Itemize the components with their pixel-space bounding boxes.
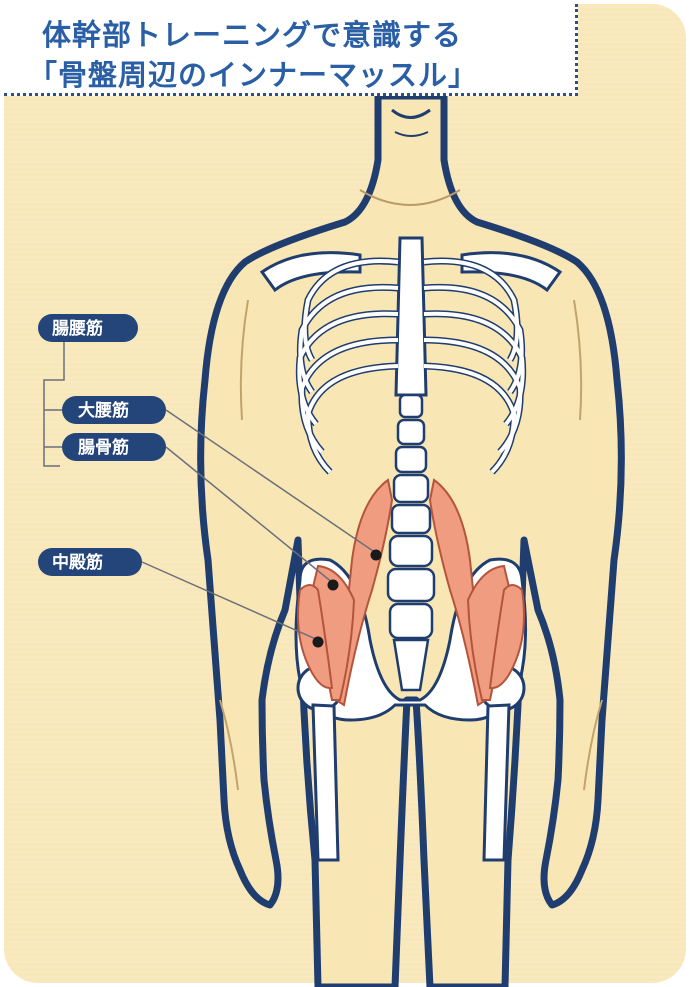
iliopsoas-bracket — [44, 342, 64, 466]
label-iliopsoas: 腸腰筋 — [38, 314, 138, 342]
label-gluteus-medius-text: 中殿筋 — [52, 552, 103, 573]
label-iliacus-text: 腸骨筋 — [78, 437, 129, 458]
label-psoas-major: 大腰筋 — [62, 396, 166, 424]
title-line-2: 「骨盤周辺のインナーマッスル」 — [28, 52, 478, 94]
title-box: 体幹部トレーニングで意識する 「骨盤周辺のインナーマッスル」 — [4, 4, 578, 96]
label-psoas-major-text: 大腰筋 — [78, 400, 129, 421]
label-iliacus: 腸骨筋 — [62, 433, 166, 461]
label-gluteus-medius: 中殿筋 — [38, 548, 142, 576]
title-line-1: 体幹部トレーニングで意識する — [42, 12, 462, 54]
label-iliopsoas-text: 腸腰筋 — [52, 318, 103, 339]
